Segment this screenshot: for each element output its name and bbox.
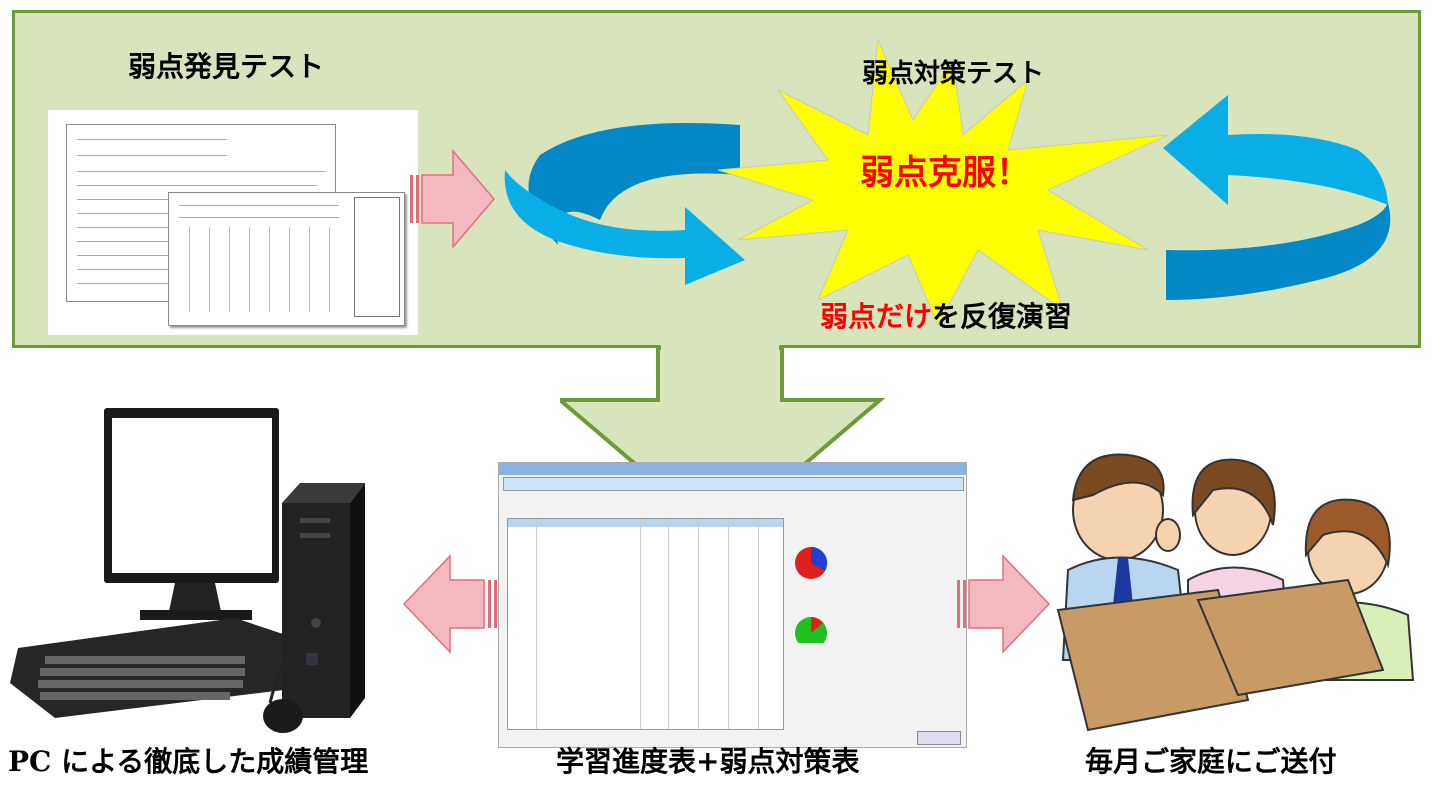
repeat-practice-emphasis: 弱点だけ (820, 300, 933, 333)
pink-arrow-right-bottom (957, 554, 1051, 654)
weakness-countermeasure-title: 弱点対策テスト (862, 59, 1045, 89)
cycle-arrow-left (504, 123, 745, 285)
progress-report-screenshot (498, 462, 967, 748)
caption-pc-management: PC による徹底した成績管理 (8, 745, 369, 778)
repeat-practice-rest: を反復演習 (932, 300, 1073, 333)
desktop-pc-image (10, 408, 365, 733)
caption-monthly-delivery: 毎月ご家庭にご送付 (1085, 745, 1337, 778)
pink-arrow-left (402, 554, 497, 654)
cycle-arrow-right (1163, 95, 1391, 300)
arrow-panel-join (661, 345, 779, 353)
family-illustration (1056, 453, 1415, 732)
repeat-practice-text: 弱点だけを反復演習 (820, 295, 1072, 335)
caption-progress-table: 学習進度表+弱点対策表 (556, 745, 860, 778)
test-paper-image (48, 110, 418, 335)
weakness-discovery-title: 弱点発見テスト (128, 50, 325, 83)
pink-arrow-right-top (410, 148, 495, 250)
burst-text: 弱点克服！ (860, 153, 1030, 193)
weakness-overcome-burst (718, 40, 1169, 327)
